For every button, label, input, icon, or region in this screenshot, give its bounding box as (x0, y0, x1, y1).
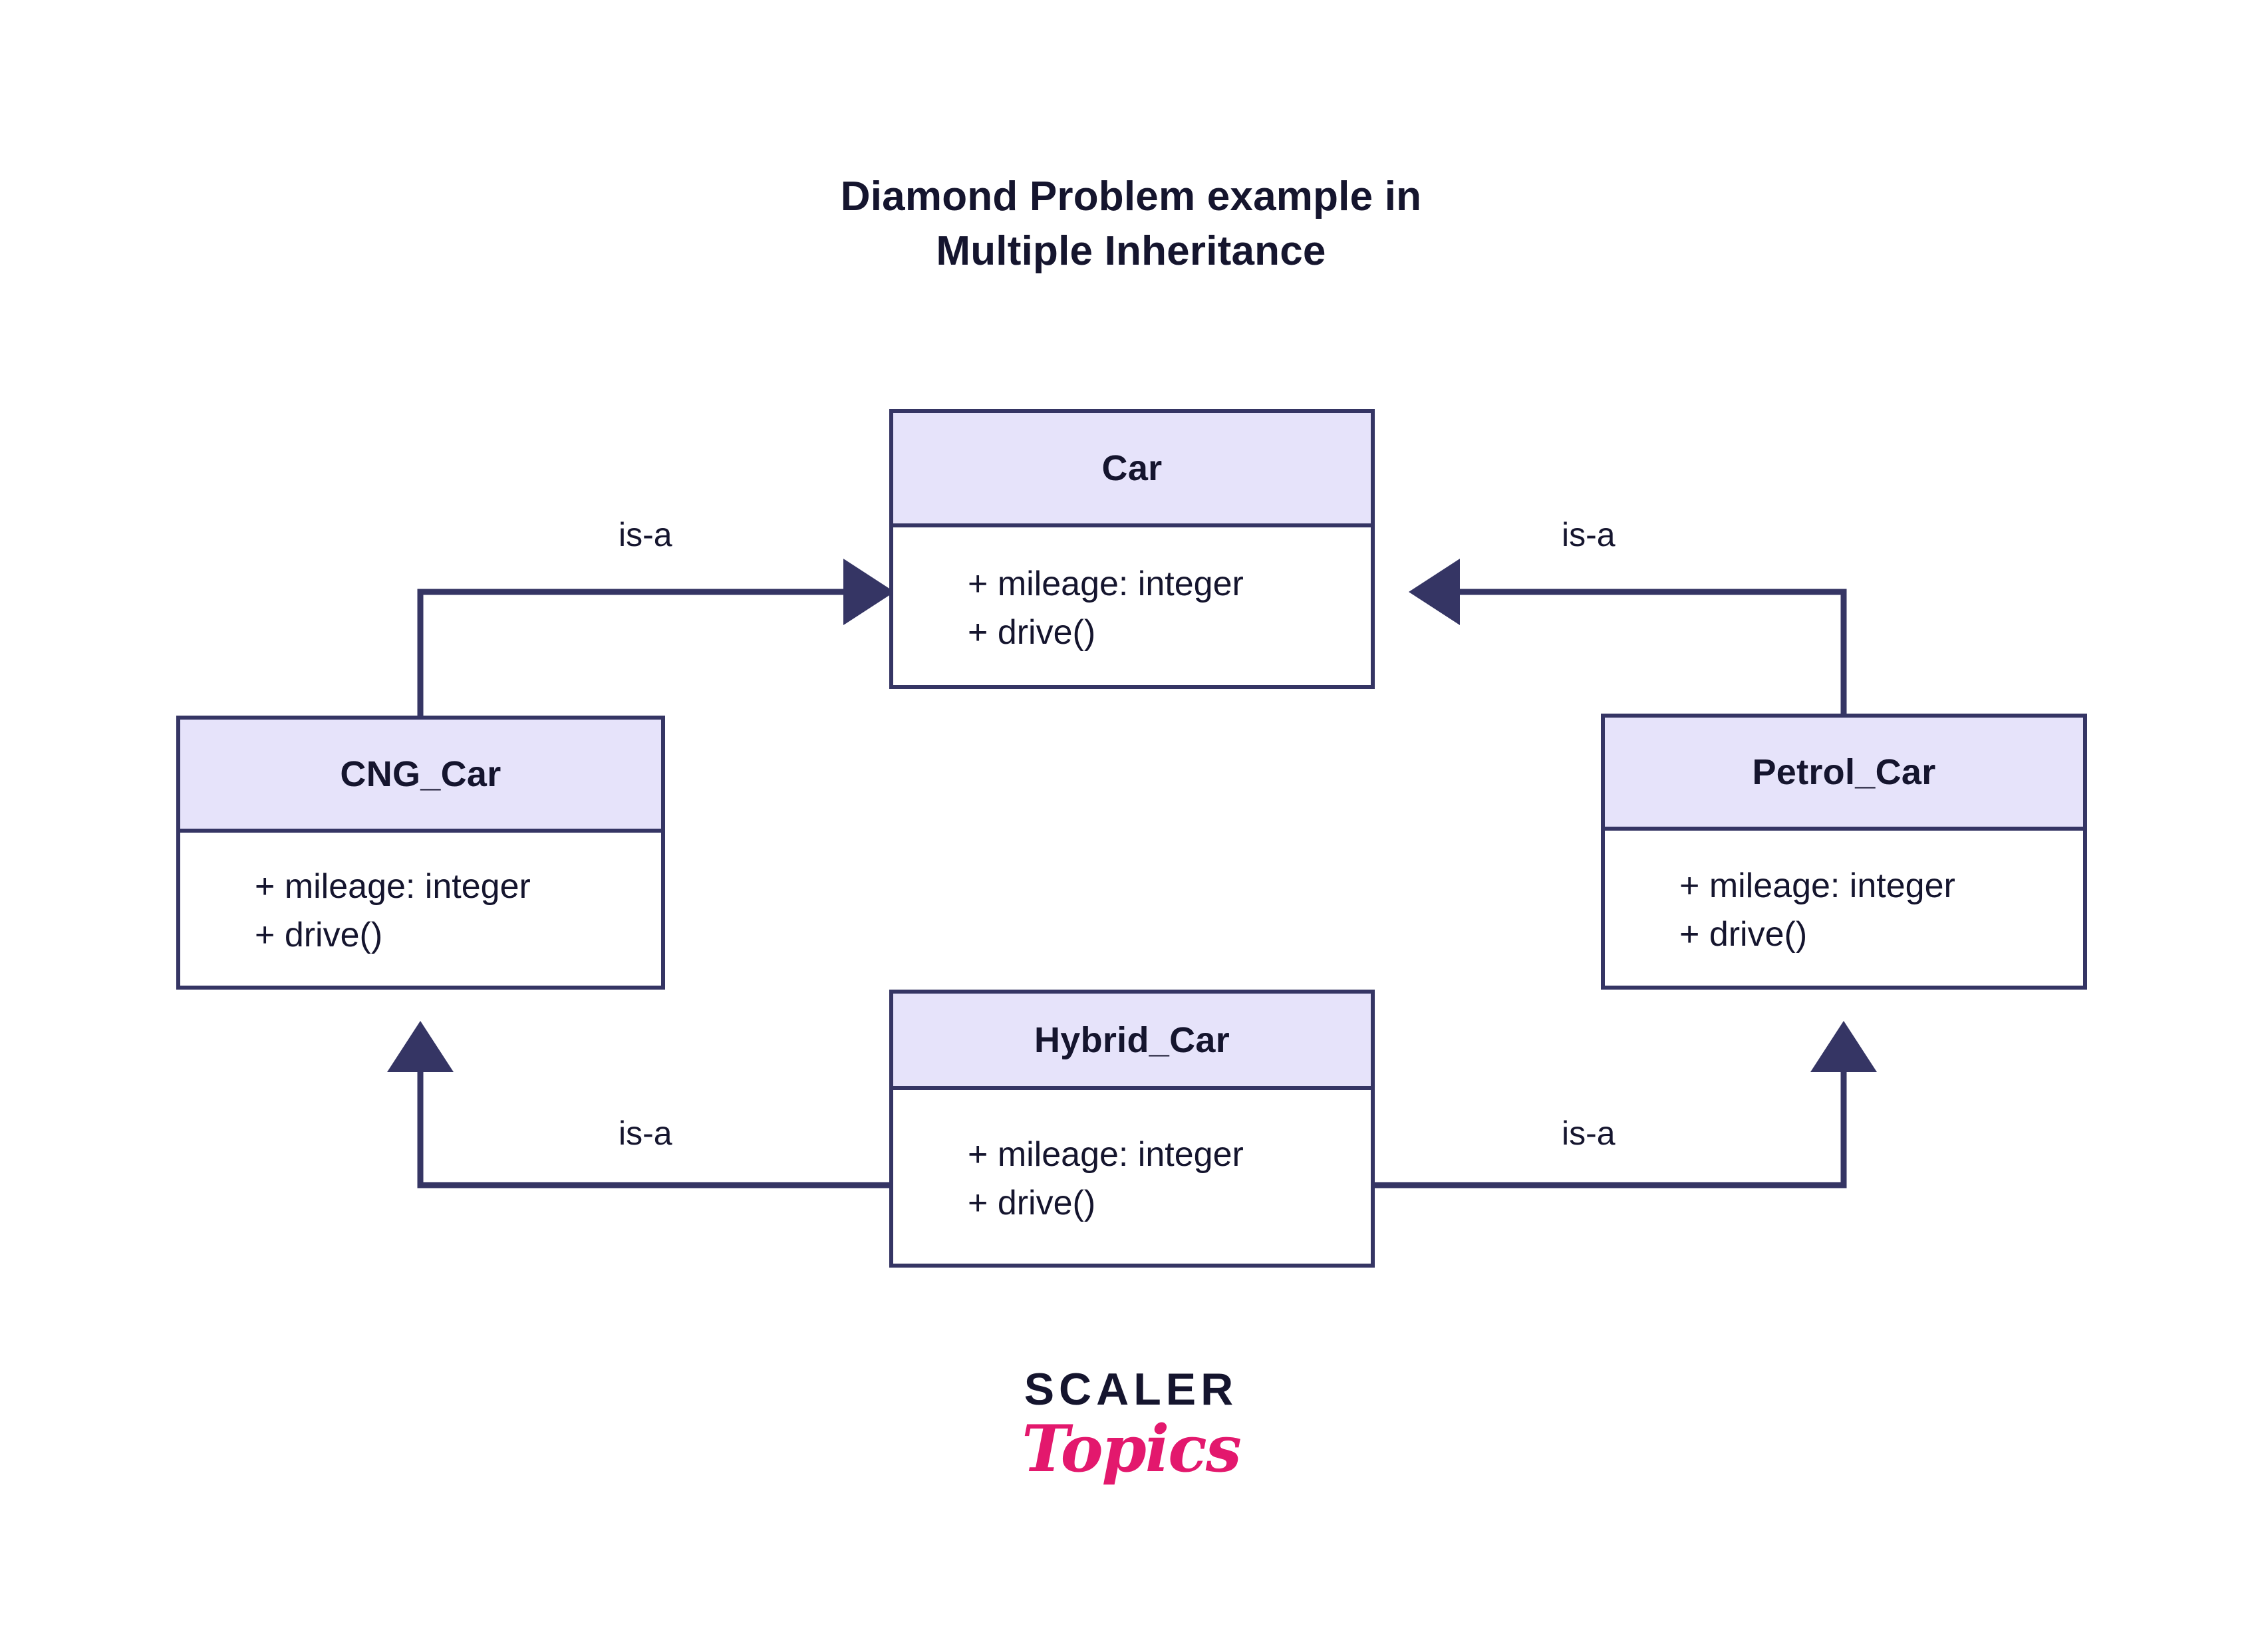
uml-class-name-hybrid-car: Hybrid_Car (1034, 1020, 1230, 1060)
uml-class-name-car: Car (1101, 448, 1163, 488)
uml-attribute: + mileage: integer (1679, 866, 1955, 905)
uml-operation: + drive() (968, 1183, 1096, 1222)
connector-hybrid-to-petrol (1375, 1021, 1877, 1188)
uml-class-hybrid-car[interactable]: Hybrid_Car + mileage: integer + drive() (889, 990, 1375, 1268)
uml-class-members-hybrid-car: + mileage: integer + drive() (893, 1090, 1371, 1268)
page-title: Diamond Problem example in Multiple Inhe… (840, 174, 1422, 275)
uml-operation: + drive() (255, 916, 383, 954)
uml-class-name-cng-car: CNG_Car (340, 754, 501, 794)
uml-class-petrol-car[interactable]: Petrol_Car + mileage: integer + drive() (1601, 714, 2087, 990)
logo-wordmark-scaler: SCALER (1024, 1364, 1238, 1415)
uml-operation: + drive() (968, 613, 1096, 652)
uml-attribute: + mileage: integer (255, 867, 531, 906)
connector-hybrid-to-cng (387, 1021, 889, 1188)
connector-cng-to-car (417, 559, 895, 716)
uml-attribute: + mileage: integer (968, 1135, 1244, 1174)
uml-attribute: + mileage: integer (968, 564, 1244, 603)
uml-class-header-car: Car (893, 413, 1371, 527)
relationship-label-hybrid-to-cng: is-a (619, 1115, 672, 1152)
uml-class-car[interactable]: Car + mileage: integer + drive() (889, 409, 1375, 689)
uml-operation: + drive() (1679, 914, 1808, 954)
relationship-label-hybrid-to-petrol: is-a (1562, 1115, 1616, 1152)
uml-class-cng-car[interactable]: CNG_Car + mileage: integer + drive() (176, 716, 665, 990)
uml-class-header-hybrid-car: Hybrid_Car (893, 994, 1371, 1090)
connector-petrol-to-car (1409, 559, 1847, 714)
uml-class-members-cng-car: + mileage: integer + drive() (180, 833, 661, 990)
logo-wordmark-topics: Topics (1022, 1411, 1242, 1486)
uml-class-name-petrol-car: Petrol_Car (1752, 752, 1936, 792)
scaler-topics-logo: SCALER Topics (0, 1367, 2262, 1483)
relationship-label-cng-to-car: is-a (619, 516, 672, 553)
relationship-label-petrol-to-car: is-a (1562, 516, 1616, 553)
uml-class-members-petrol-car: + mileage: integer + drive() (1605, 831, 2083, 990)
uml-class-header-cng-car: CNG_Car (180, 720, 661, 833)
uml-class-header-petrol-car: Petrol_Car (1605, 718, 2083, 831)
uml-class-members-car: + mileage: integer + drive() (893, 527, 1371, 689)
